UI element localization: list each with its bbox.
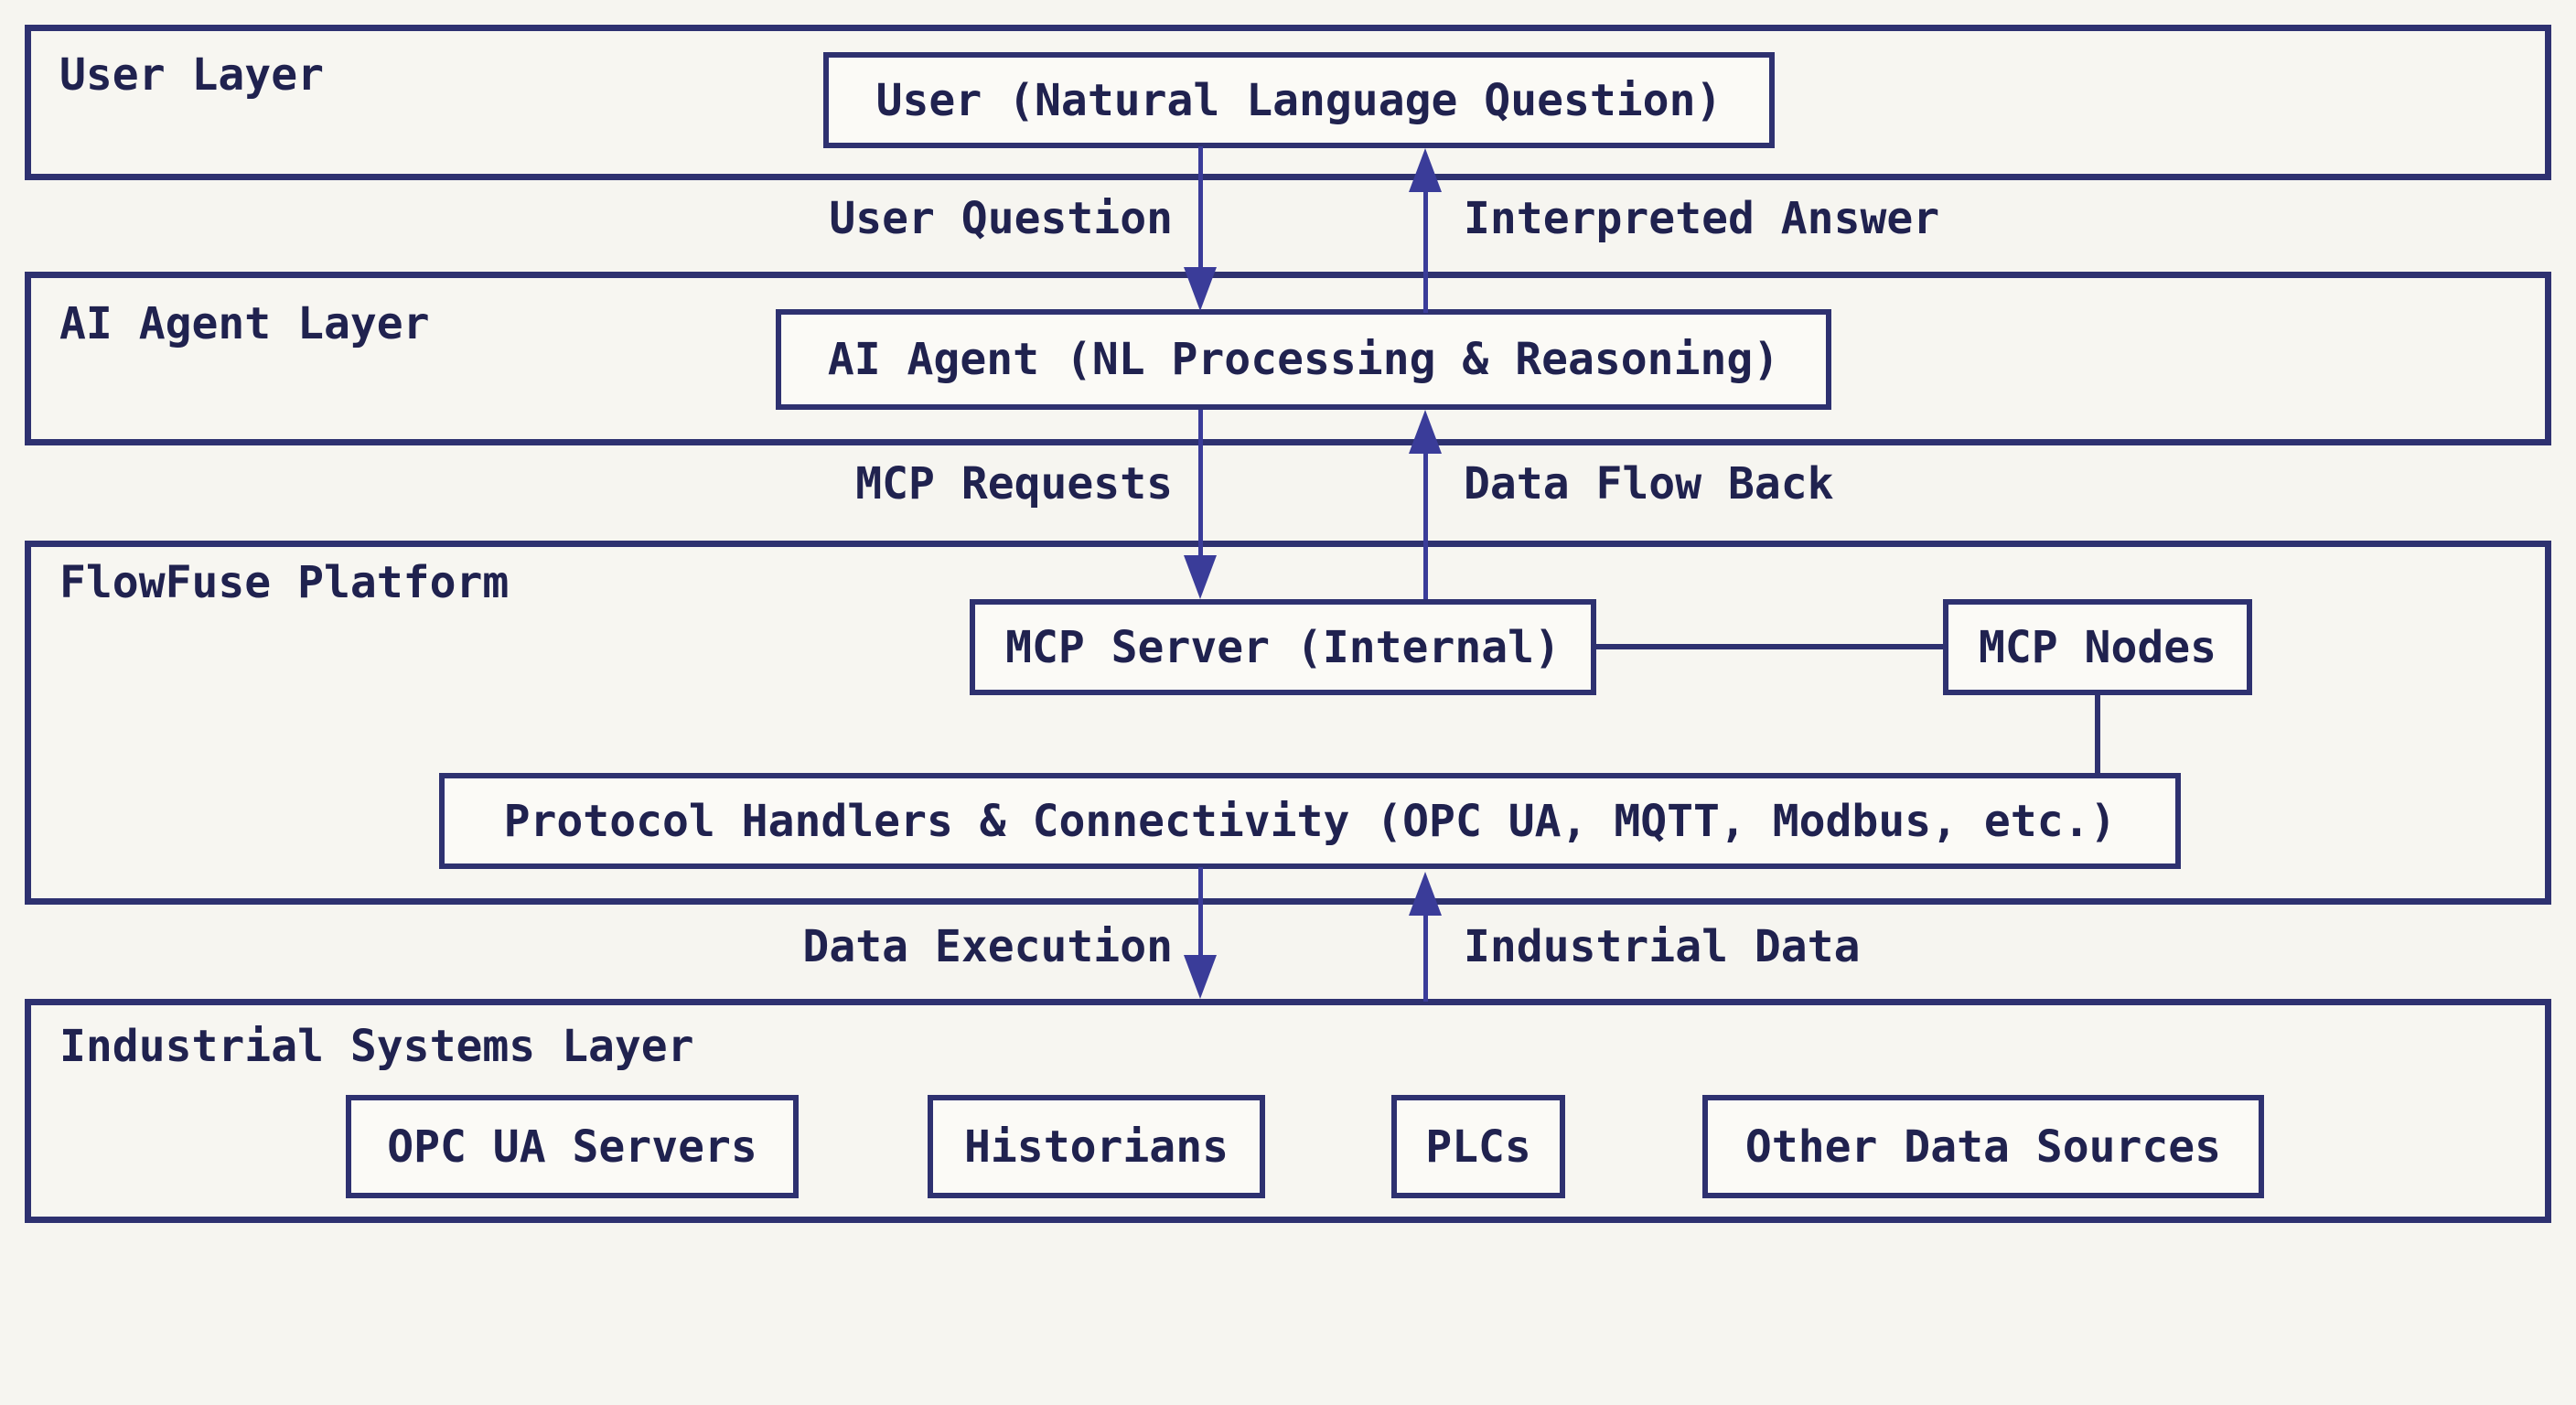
node-historians: Historians <box>928 1095 1265 1198</box>
arrow-user-question-line <box>1198 146 1203 271</box>
node-opc-ua-servers: OPC UA Servers <box>346 1095 799 1198</box>
arrow-industrial-data-head <box>1409 872 1442 916</box>
label-data-execution: Data Execution <box>802 921 1173 972</box>
node-opc-ua-servers-label: OPC UA Servers <box>387 1121 757 1173</box>
label-interpreted-answer: Interpreted Answer <box>1464 193 1940 244</box>
arrow-data-flow-back-head <box>1409 410 1442 454</box>
node-ai-agent-label: AI Agent (NL Processing & Reasoning) <box>827 334 1780 385</box>
node-mcp-nodes-label: MCP Nodes <box>1978 621 2217 673</box>
node-protocol-handlers-label: Protocol Handlers & Connectivity (OPC UA… <box>503 795 2117 847</box>
arrow-mcp-requests-line <box>1198 410 1203 559</box>
node-plcs: PLCs <box>1391 1095 1565 1198</box>
node-historians-label: Historians <box>964 1121 1229 1173</box>
node-other-data-sources: Other Data Sources <box>1702 1095 2264 1198</box>
node-mcp-nodes: MCP Nodes <box>1943 599 2252 695</box>
connector-mcp-nodes-to-protocol-handlers <box>2095 693 2100 776</box>
node-other-data-sources-label: Other Data Sources <box>1744 1121 2222 1173</box>
arrow-data-flow-back-line <box>1423 450 1428 599</box>
layer-label-industrial-systems: Industrial Systems Layer <box>59 1021 694 1072</box>
node-user-label: User (Natural Language Question) <box>875 74 1723 126</box>
connector-mcp-server-to-mcp-nodes <box>1594 644 1946 649</box>
arrow-interpreted-answer-line <box>1423 188 1428 313</box>
node-protocol-handlers: Protocol Handlers & Connectivity (OPC UA… <box>439 773 2181 869</box>
node-ai-agent: AI Agent (NL Processing & Reasoning) <box>776 309 1831 410</box>
arrow-data-execution-line <box>1198 867 1203 957</box>
layer-label-ai-agent: AI Agent Layer <box>59 298 430 349</box>
label-data-flow-back: Data Flow Back <box>1464 458 1834 509</box>
layer-label-flowfuse-platform: FlowFuse Platform <box>59 557 510 608</box>
layer-user <box>25 25 2551 180</box>
label-mcp-requests: MCP Requests <box>855 458 1173 509</box>
arrow-industrial-data-line <box>1423 912 1428 1002</box>
layer-label-user: User Layer <box>59 49 324 101</box>
node-mcp-server: MCP Server (Internal) <box>970 599 1596 695</box>
arrow-interpreted-answer-head <box>1409 148 1442 192</box>
label-user-question: User Question <box>829 193 1173 244</box>
arrow-data-execution-head <box>1184 955 1217 999</box>
node-user: User (Natural Language Question) <box>823 52 1775 148</box>
arrow-user-question-head <box>1184 267 1217 311</box>
node-plcs-label: PLCs <box>1425 1121 1531 1173</box>
arrow-mcp-requests-head <box>1184 555 1217 599</box>
node-mcp-server-label: MCP Server (Internal) <box>1005 621 1561 673</box>
label-industrial-data: Industrial Data <box>1464 921 1861 972</box>
